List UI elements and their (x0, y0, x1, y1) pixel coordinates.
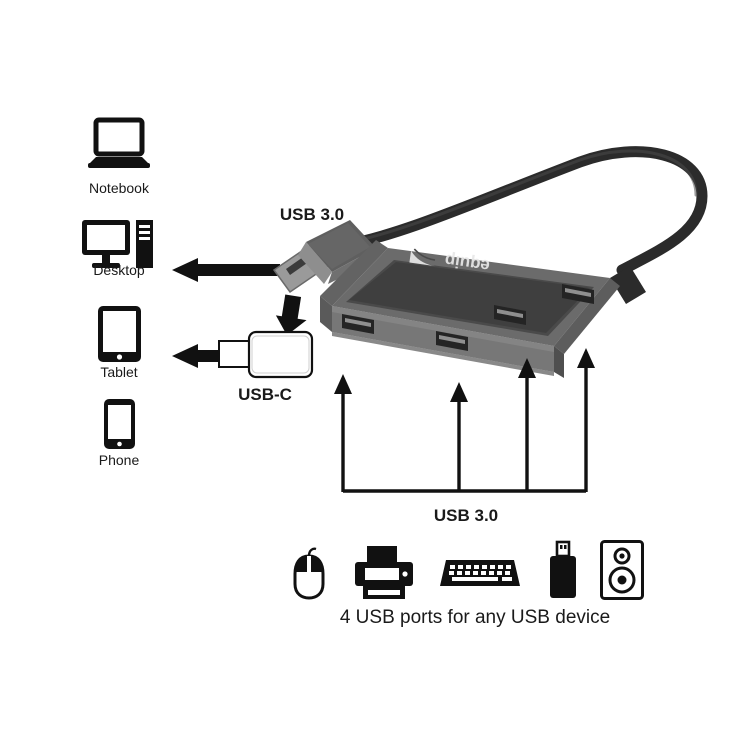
downstream-port-arrows (334, 348, 600, 498)
host-label-tablet: Tablet (100, 364, 138, 380)
usb-c-label: USB-C (238, 385, 292, 404)
host-label-phone: Phone (98, 452, 140, 468)
mouse-icon (289, 547, 329, 600)
usb-flash-drive-icon (548, 540, 578, 600)
upstream-usb-label: USB 3.0 (279, 205, 345, 224)
host-label-notebook: Notebook (89, 180, 149, 196)
tablet-icon (97, 305, 142, 363)
phone-icon (103, 398, 136, 450)
downstream-usb-label: USB 3.0 (433, 506, 499, 525)
usb-c-adapter-icon (218, 330, 314, 380)
keyboard-icon (440, 558, 520, 590)
equip-swoosh-icon: equip (405, 242, 494, 280)
arrow-usb-a-to-usb-c (275, 294, 310, 336)
speaker-icon (600, 540, 644, 600)
arrow-to-host-usb-a (172, 258, 280, 282)
notebook-icon (88, 117, 150, 174)
svg-text:equip: equip (443, 250, 491, 275)
arrow-to-host-usb-c (172, 344, 220, 368)
usb-hub-device (318, 236, 628, 406)
usb-cable (330, 140, 710, 330)
host-label-desktop: Desktop (93, 262, 145, 278)
ports-caption: 4 USB ports for any USB device (339, 607, 611, 628)
printer-icon (355, 546, 413, 600)
desktop-computer-icon (82, 220, 154, 270)
